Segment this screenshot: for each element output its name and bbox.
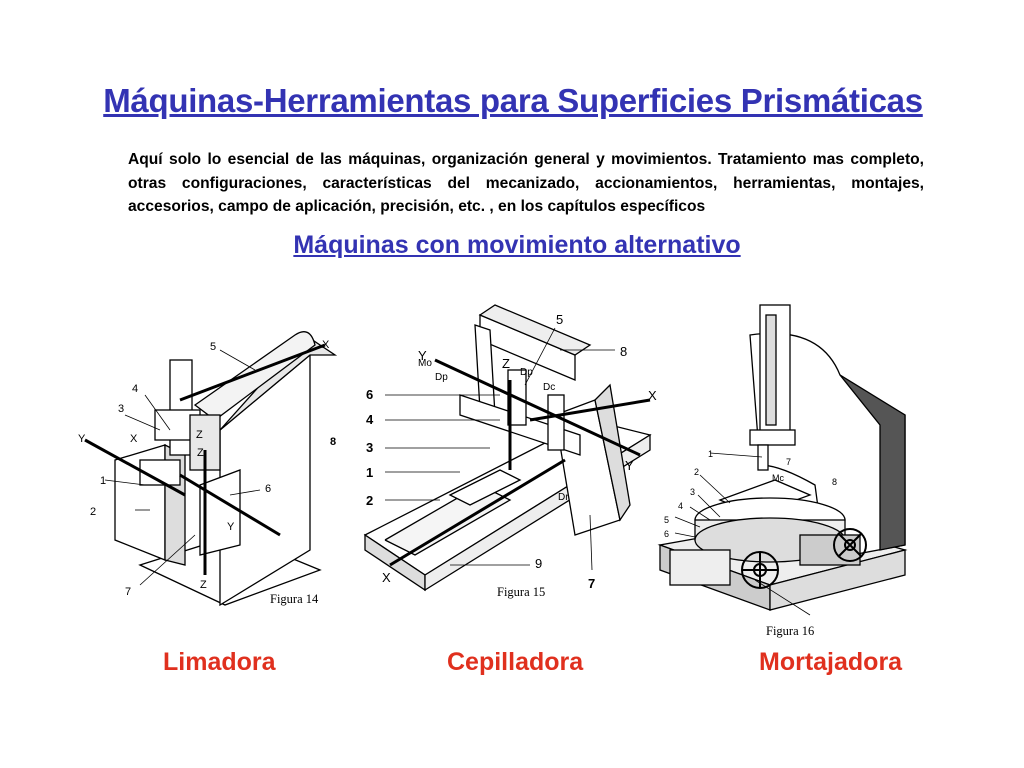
section-subtitle: Máquinas con movimiento alternativo: [293, 231, 741, 259]
callout-4: 4: [132, 383, 138, 395]
component-tag: Dp: [435, 372, 448, 383]
intro-paragraph: Aquí solo lo esencial de las máquinas, o…: [128, 151, 924, 215]
axis-label: Z: [502, 356, 510, 371]
axis-label: X: [322, 339, 330, 351]
machine-label-limadora: Limadora: [163, 648, 276, 676]
figure-caption: Figura 14: [270, 592, 319, 606]
figure-caption: Figura 16: [766, 624, 815, 638]
machine-label-mortajadora: Mortajadora: [759, 648, 903, 676]
axis-label: Y: [418, 348, 427, 363]
component-tag: Mo: [418, 358, 432, 369]
slide-title: Máquinas-Herramientas para Superficies P…: [103, 82, 923, 119]
component-tag: Dc: [543, 382, 555, 393]
axis-label: Y: [227, 521, 235, 533]
axis-label: X: [130, 433, 138, 445]
axis-label: X: [648, 388, 657, 403]
callout-7: 7: [125, 586, 131, 598]
callout-6: 6: [366, 387, 373, 402]
callout-1: 1: [366, 465, 373, 480]
callout-5: 5: [210, 341, 216, 353]
callout-7: 7: [786, 457, 791, 467]
axis-label: Y: [625, 458, 634, 473]
callout-4: 4: [366, 412, 374, 427]
figure-mortajadora-drawing: 1 2 3 4 5 6 7 8 Mc: [657, 304, 908, 616]
callout-8: 8: [832, 477, 837, 487]
figure-limadora-drawing: 5 4 3 1 2 6 7 8 X Y Z X Y Z Z: [78, 331, 338, 607]
callout-9: 9: [535, 556, 542, 571]
callout-1: 1: [100, 475, 106, 487]
axis-label: Z: [197, 447, 204, 459]
callout-8: 8: [620, 344, 627, 359]
callout-3: 3: [690, 487, 695, 497]
callout-4: 4: [678, 501, 683, 511]
axis-label: Y: [78, 433, 86, 445]
axis-label: Z: [196, 429, 203, 441]
callout-5: 5: [664, 515, 669, 525]
callout-2: 2: [90, 506, 96, 518]
figure-cepilladora-drawing: 5 8 6 4 3 1 2 9 7 Y X Y Z X Mo Dp Dp Dc …: [363, 304, 657, 592]
callout-6: 6: [664, 529, 669, 539]
axis-label: X: [382, 570, 391, 585]
callout-7: 7: [588, 576, 595, 591]
callout-3: 3: [366, 440, 373, 455]
component-tag: Dp: [520, 367, 533, 378]
callout-6: 6: [265, 483, 271, 495]
callout-8: 8: [330, 436, 336, 448]
callout-3: 3: [118, 403, 124, 415]
figure-caption: Figura 15: [497, 585, 546, 599]
callout-1: 1: [708, 449, 713, 459]
callout-2: 2: [366, 493, 373, 508]
machine-label-cepilladora: Cepilladora: [447, 648, 584, 676]
callout-5: 5: [556, 312, 563, 327]
callout-2: 2: [694, 467, 699, 477]
component-tag: Mc: [772, 473, 784, 483]
axis-label: Z: [200, 579, 207, 591]
component-tag: Dr: [558, 492, 569, 503]
